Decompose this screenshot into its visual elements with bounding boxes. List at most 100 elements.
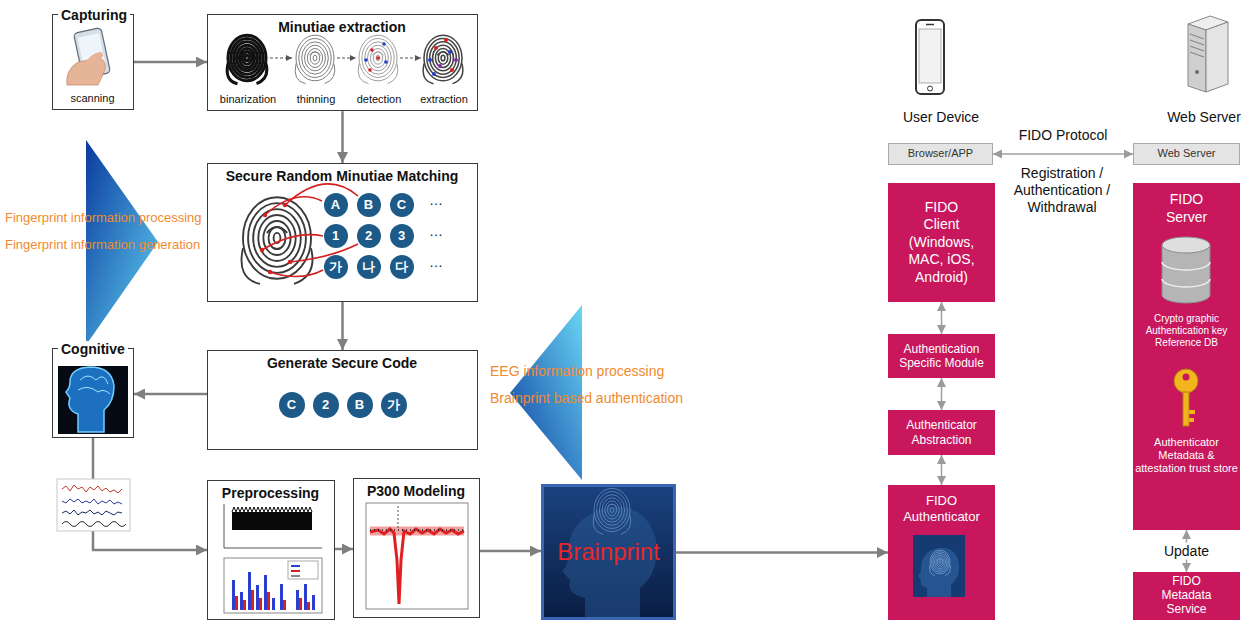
box-title: Minutiae extraction	[278, 19, 406, 36]
brainprint-text: Brainprint	[557, 538, 660, 567]
preprocessing-box: Preprocessing	[207, 480, 335, 620]
text-slot: Registration / Authentication / Withdraw…	[1006, 165, 1118, 216]
code-circle: B	[357, 193, 381, 217]
box-title: Capturing	[58, 7, 130, 24]
code-circle: B	[347, 392, 373, 418]
box-label: Authenticator Abstraction	[892, 418, 992, 447]
server-caption: Web Server	[1167, 109, 1241, 126]
text-slot: Capturing	[58, 6, 130, 24]
text-slot: Cognitive	[58, 340, 128, 358]
text-slot: Brainprint based authentication	[490, 389, 683, 407]
text-slot: Preprocessing	[208, 484, 333, 502]
box-title: FIDO Server	[1155, 191, 1218, 226]
box-label: 1	[332, 228, 339, 244]
box-label: B	[364, 197, 373, 213]
code-circle: 3	[390, 224, 414, 248]
flow-connector	[941, 455, 943, 485]
text-slot: Authenticator Metadata & attestation tru…	[1135, 436, 1238, 476]
stage-triangle: Fingerprint information processingFinger…	[4, 140, 206, 345]
p300-box: P300 Modeling	[353, 478, 480, 618]
flow-connector	[941, 378, 943, 410]
box-title: Secure Random Minutiae Matching	[226, 168, 459, 185]
matching-fingerprint	[241, 184, 358, 284]
code-circle: 가	[381, 392, 407, 418]
text-slot: Secure Random Minutiae Matching	[208, 167, 476, 185]
text-slot: Brainprint	[544, 538, 673, 567]
stage-triangle: EEG information processingBrainprint bas…	[488, 305, 694, 483]
box-title: Preprocessing	[222, 485, 319, 502]
ellipsis-mark: …	[429, 192, 443, 209]
flow-connector	[134, 61, 207, 64]
device-caption: User Device	[903, 109, 979, 126]
text-slot: detection	[345, 89, 413, 107]
cognitive-head-picture	[58, 366, 128, 434]
stage-text: EEG information processing	[490, 363, 664, 380]
caption-text: scanning	[70, 92, 114, 105]
box-label: 2	[365, 228, 372, 244]
abstraction-box: Authenticator Abstraction	[888, 410, 995, 455]
code-circle: 1	[324, 224, 348, 248]
code-box: C 2 B 가 Generate Secure Code	[207, 350, 478, 450]
text-slot: FIDO Protocol	[1016, 127, 1111, 144]
capture-box: Capturingscanning	[52, 14, 134, 110]
fingerprint-stages	[227, 35, 463, 83]
box-label: B	[355, 397, 364, 413]
box-label: 나	[362, 259, 375, 275]
code-circle: C	[279, 392, 305, 418]
stage-text: Fingerprint information generation	[5, 237, 200, 253]
code-circle: 나	[357, 255, 381, 279]
box-label: FIDO Client (Windows, MAC, iOS, Android)	[907, 199, 977, 287]
text-slot: Fingerprint information processing	[5, 208, 202, 226]
phone-scan-picture	[67, 28, 111, 85]
box-label: Web Server	[1158, 147, 1216, 160]
text-slot: FIDO Authenticator	[898, 493, 985, 525]
flow-connector	[335, 548, 353, 551]
code-circle: A	[324, 193, 348, 217]
text-slot: Update	[1161, 543, 1212, 560]
text-slot: User Device	[881, 108, 1001, 126]
protocol-operations: Registration / Authentication / Withdraw…	[1006, 165, 1118, 215]
flow-connector	[993, 153, 1133, 155]
text-slot: thinning	[282, 89, 350, 107]
step-label: thinning	[297, 93, 336, 106]
text-slot: …	[426, 253, 446, 271]
box-title: FIDO Authenticator	[898, 493, 985, 524]
stage-text: Brainprint based authentication	[490, 390, 683, 407]
step-label: detection	[357, 93, 402, 106]
metadata-service-box: FIDO Metadata Service	[1133, 572, 1240, 620]
eeg-signal-picture	[57, 479, 130, 531]
stage-text: Fingerprint information processing	[5, 210, 202, 226]
box-label: 가	[387, 397, 400, 413]
key-icon	[1174, 369, 1198, 426]
authenticator-picture	[913, 535, 965, 597]
connector-label: FIDO Protocol	[1016, 127, 1111, 144]
text-slot: FIDO Server	[1155, 191, 1218, 226]
code-circle: 다	[390, 255, 414, 279]
text-slot: P300 Modeling	[354, 482, 478, 500]
user-device-icon	[916, 20, 944, 94]
flow-connector	[480, 550, 541, 553]
flow-connector	[676, 551, 888, 554]
extraction-box: Minutiae extraction binarization thinning d…	[207, 14, 478, 111]
text-slot: Fingerprint information generation	[5, 235, 200, 253]
asm-box: Authentication Specific Module	[888, 334, 995, 378]
connector-label: Update	[1161, 543, 1212, 560]
fido-client-box: FIDO Client (Windows, MAC, iOS, Android)	[888, 183, 995, 302]
flow-connector	[941, 302, 943, 334]
flow-connector	[341, 111, 344, 163]
box-label: FIDO Metadata Service	[1157, 575, 1217, 616]
p300-chart	[366, 503, 468, 609]
box-label: 3	[398, 228, 405, 244]
brainprint-picture	[544, 487, 673, 617]
flow-connector	[134, 393, 207, 396]
web-server-icon	[1188, 16, 1228, 92]
code-circle: C	[390, 193, 414, 217]
step-label: binarization	[220, 93, 276, 106]
box-label: 2	[322, 397, 329, 413]
text-slot: Minutiae extraction	[208, 18, 476, 36]
text-slot: Generate Secure Code	[208, 354, 476, 372]
box-title: Generate Secure Code	[267, 355, 417, 372]
code-circle: 2	[313, 392, 339, 418]
